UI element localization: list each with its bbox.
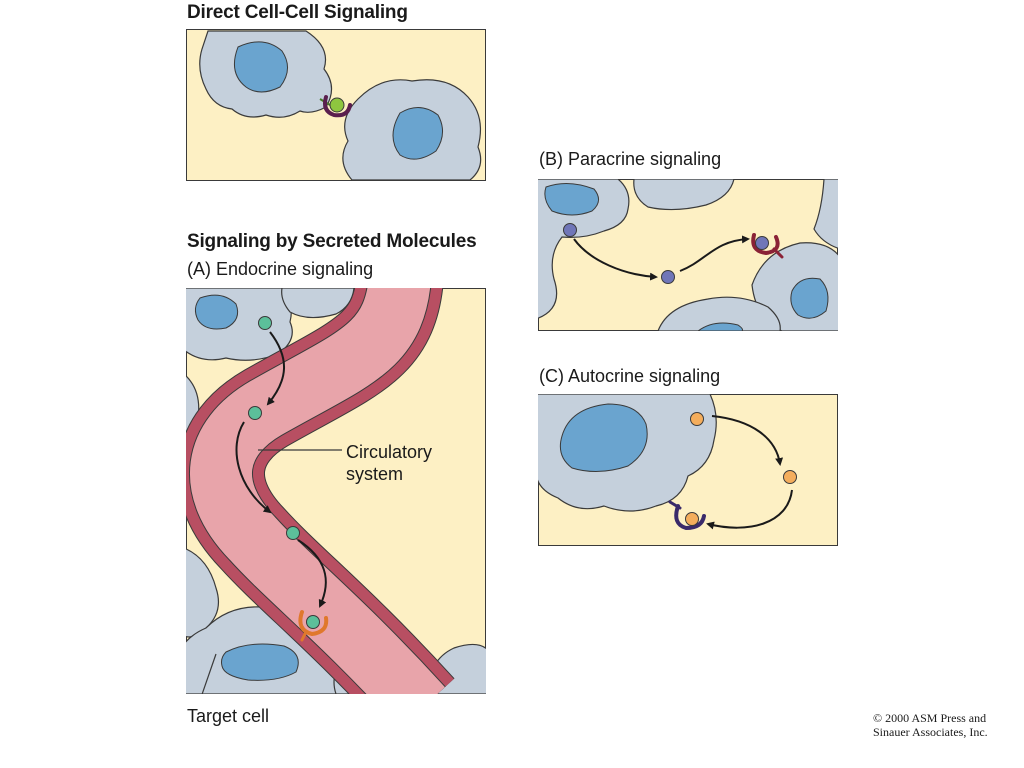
receptor-stem (300, 630, 308, 642)
receptor (751, 233, 780, 256)
hormone-molecule (258, 316, 272, 330)
nucleus (697, 322, 743, 331)
nucleus (559, 403, 648, 472)
signal-arrow (711, 415, 784, 466)
copyright-notice: © 2000 ASM Press and Sinauer Associates,… (873, 711, 988, 739)
receptor (323, 95, 352, 118)
signal-arrow (266, 331, 285, 406)
signal-molecule (563, 223, 577, 237)
receptor (298, 610, 329, 637)
cell (813, 179, 838, 249)
signal-molecule (329, 97, 345, 113)
circulatory-system-label: Circulatory system (346, 442, 433, 484)
signal-arrow (679, 235, 750, 272)
autocrine-label: (C) Autocrine signaling (539, 366, 721, 386)
signal-molecule (755, 236, 769, 250)
paracrine-panel (538, 179, 838, 331)
autocrine-panel (538, 394, 838, 546)
hormone-molecule (306, 615, 320, 629)
secreted-signaling-heading: Signaling by Secreted Molecules (187, 231, 477, 252)
signal-arrow (706, 489, 793, 530)
direct-signaling-heading: Direct Cell-Cell Signaling (187, 2, 408, 23)
endocrine-label: (A) Endocrine signaling (187, 259, 374, 279)
nucleus (392, 107, 443, 160)
nucleus (233, 41, 288, 93)
nucleus (544, 183, 599, 216)
signal-molecule (690, 412, 704, 426)
circulatory-system (186, 288, 455, 694)
cell (657, 296, 781, 331)
signal-arrow (235, 421, 272, 514)
paracrine-label: (B) Paracrine signaling (539, 149, 722, 169)
direct-signaling-panel (186, 29, 486, 181)
nucleus (194, 294, 239, 330)
receptor (674, 504, 706, 531)
callout-line (201, 653, 217, 694)
cell (633, 179, 735, 211)
receptor-stem (772, 247, 784, 259)
signal-molecule (783, 470, 797, 484)
signal-arrow (573, 238, 658, 281)
signal-molecule (661, 270, 675, 284)
signal-molecule (685, 512, 699, 526)
receptor-stem (668, 500, 682, 510)
hormone-molecule (286, 526, 300, 540)
nucleus (221, 643, 299, 681)
target-cell-label: Target cell (187, 706, 270, 726)
nucleus (790, 277, 829, 319)
signal-arrow (297, 539, 327, 608)
hormone-molecule (248, 406, 262, 420)
endocrine-panel (186, 288, 486, 694)
